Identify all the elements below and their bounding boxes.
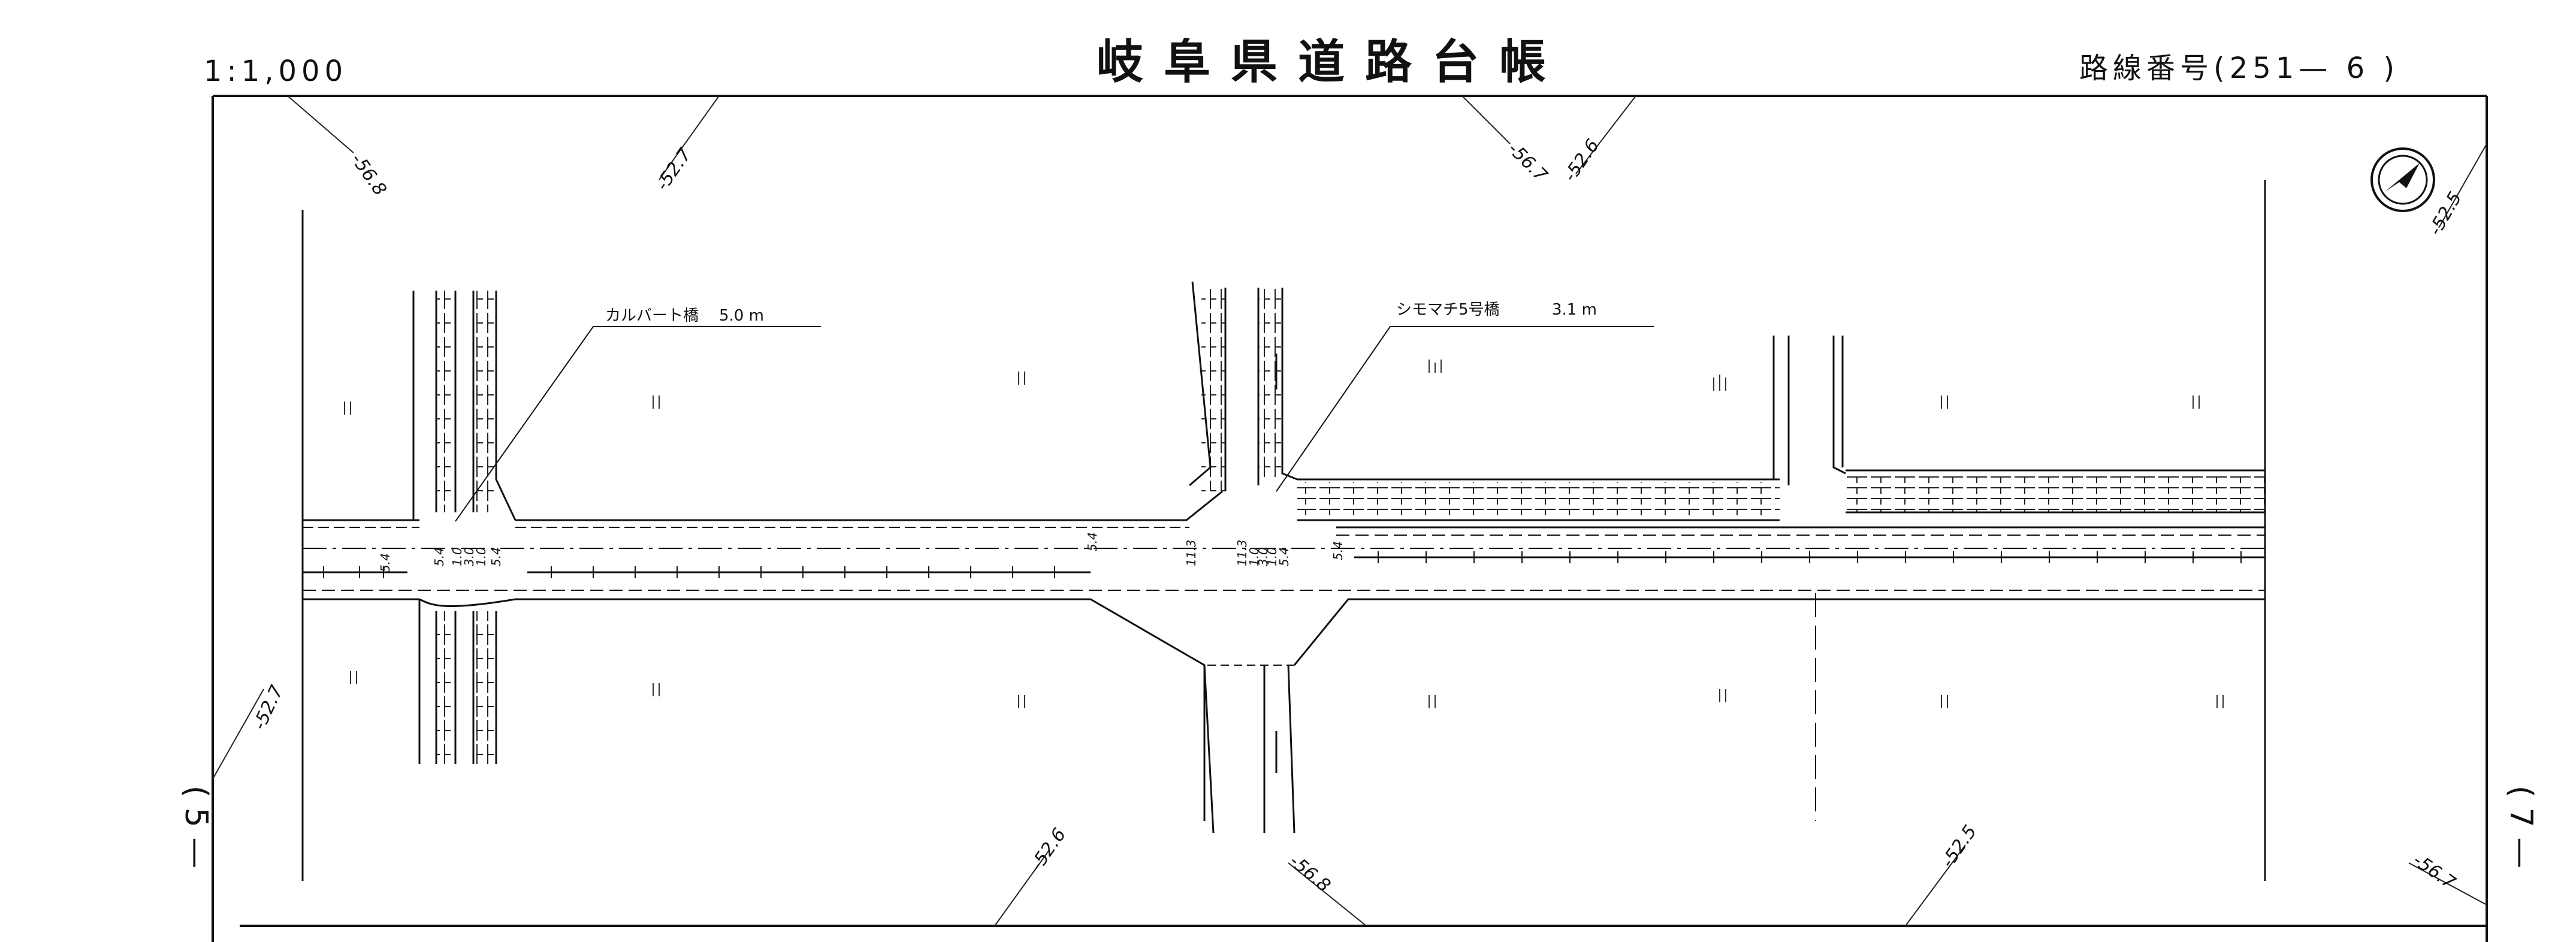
contour-label: -52.5 bbox=[2425, 188, 2466, 239]
creek-channel bbox=[1189, 281, 1298, 834]
sidewalk-strip bbox=[1846, 473, 2265, 512]
right-sheet-ref: ( 7 — bbox=[2503, 786, 2539, 868]
north-arrow-icon bbox=[2370, 147, 2435, 212]
left-sheet-ref: ( 5 — bbox=[178, 786, 214, 868]
structure-length: 3.1 m bbox=[1552, 301, 1597, 319]
contour-label: -52.6 bbox=[1560, 135, 1603, 186]
culvert-channel bbox=[412, 291, 517, 764]
contour-lines bbox=[212, 95, 2487, 926]
dimension-label: 11.3 bbox=[1235, 539, 1249, 566]
property-lines bbox=[301, 180, 2266, 881]
route-number: 路線番号(251— 6 ) bbox=[2079, 52, 2399, 85]
dimension-label: 11.3 bbox=[1184, 539, 1198, 566]
contour-label: -56.7 bbox=[2409, 850, 2459, 893]
sidewalk-edges bbox=[1297, 469, 2265, 521]
width-dimensions: 5.4 5.4 1.0 3.0 1.0 5.4 5.4 11.3 11.3 1.… bbox=[378, 532, 1345, 572]
contour-label: -52.6 bbox=[1026, 825, 1070, 875]
dimension-label: 5.4 bbox=[1085, 532, 1100, 551]
structure-name: シモマチ5号橋 bbox=[1396, 301, 1500, 319]
leader-lines bbox=[455, 326, 1654, 522]
dimension-label: 5.4 bbox=[489, 547, 503, 566]
sidewalk-strip bbox=[1297, 482, 1780, 518]
page-title: 岐阜県道路台帳 bbox=[1097, 35, 1566, 89]
dimension-label: 5.4 bbox=[1277, 547, 1291, 566]
dimension-label: 5.4 bbox=[1331, 541, 1345, 560]
curb-tick-marks bbox=[323, 551, 2242, 578]
dimension-label: 1.0 bbox=[474, 547, 488, 566]
map-frame bbox=[212, 95, 2488, 942]
main-road bbox=[303, 490, 2265, 821]
dimension-label: 3.0 bbox=[462, 547, 476, 566]
dimension-label: 5.4 bbox=[378, 553, 392, 572]
contour-label: -52.7 bbox=[249, 682, 288, 733]
contour-label: -56.8 bbox=[346, 150, 390, 200]
structure-length: 5.0 m bbox=[719, 307, 764, 325]
structure-name: カルバート橋 bbox=[605, 307, 699, 325]
scale-label: 1:1,000 bbox=[204, 55, 348, 88]
contour-label: -56.8 bbox=[1285, 850, 1334, 896]
dimension-label: 5.4 bbox=[432, 547, 446, 566]
land-use-symbols bbox=[344, 360, 2224, 708]
contour-label: -56.7 bbox=[1503, 138, 1551, 186]
contour-label: -52.7 bbox=[652, 144, 696, 195]
dimension-label: 1.0 bbox=[450, 547, 464, 566]
contour-label: -52.5 bbox=[1937, 822, 1981, 872]
dimension-label: 1.0 bbox=[1247, 547, 1261, 566]
dimension-label: 3.0 bbox=[1256, 547, 1270, 566]
dimension-label: 1.0 bbox=[1265, 547, 1279, 566]
